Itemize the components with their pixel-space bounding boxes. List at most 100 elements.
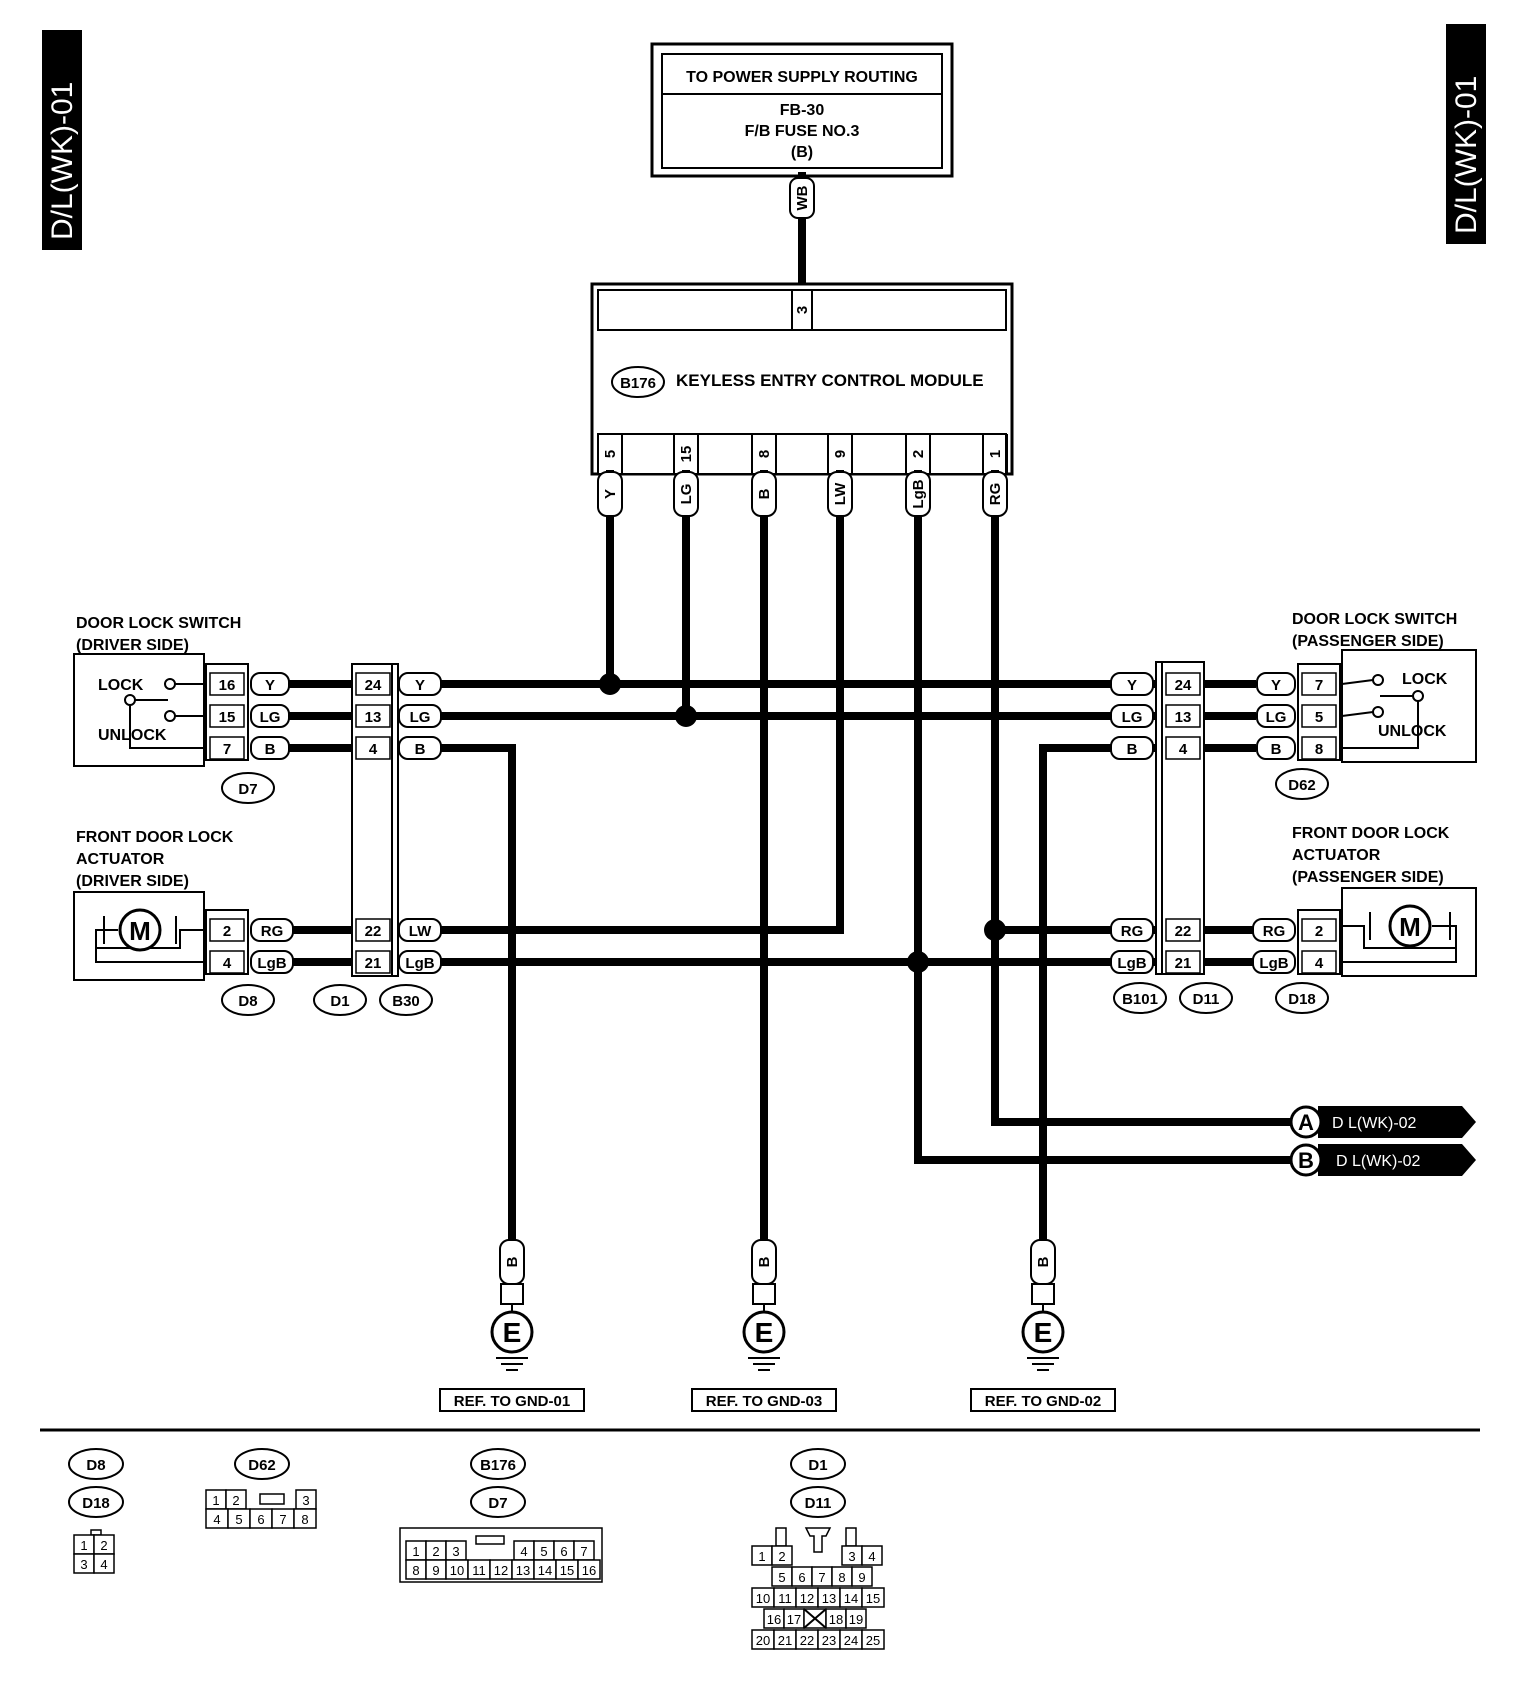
passenger-switch-title2: (PASSENGER SIDE): [1292, 633, 1444, 650]
ground-symbol-1: [490, 1310, 534, 1354]
left-junction-wire-lg-shape: [398, 704, 442, 728]
legend-g4-r4a-cell-16: 16: [767, 1612, 781, 1627]
page-tag-right: D/L(WK)-01: [1446, 24, 1486, 244]
module-top-pin: 3: [794, 306, 811, 314]
driver-switch-wire-lg-shape: [250, 704, 290, 728]
legend-d8-oval: [68, 1448, 124, 1480]
passenger-switch-connector: D62: [1288, 777, 1316, 794]
passenger-actuator-title2: ACTUATOR: [1292, 847, 1381, 864]
module-wire-lgb: LgB: [910, 479, 927, 508]
passenger-switch-pin-7-box: [1301, 672, 1337, 696]
left-junction-pin-4: 4: [369, 741, 378, 758]
left-junction-pin-21-box: [355, 950, 391, 974]
ground-ref-3: REF. TO GND-02: [985, 1393, 1101, 1410]
ground-ref-box-3: [970, 1388, 1116, 1412]
legend-g4-r2-cell-8: 8: [838, 1570, 845, 1585]
driver-switch-title1: DOOR LOCK SWITCH: [76, 615, 241, 632]
legend-g2-r2-cell: [293, 1508, 317, 1529]
module-pin-2: 2: [910, 450, 927, 458]
driver-door-lock-switch: DOOR LOCK SWITCH (DRIVER SIDE) LOCK UNLO…: [73, 615, 275, 804]
legend-g3-r1a-cell-2: 2: [432, 1544, 439, 1559]
driver-actuator-connector: D8: [238, 993, 257, 1010]
power-line2: F/B FUSE NO.3: [745, 123, 860, 140]
legend-g3-r1b-cell-5: 5: [540, 1544, 547, 1559]
left-junction-connector-d1: D1: [330, 993, 349, 1010]
module-wire-rg-shape: [982, 471, 1008, 517]
left-junction-wire-lg: LG: [410, 709, 431, 726]
legend-g2-r2-cell-8: 8: [301, 1512, 308, 1527]
legend-g4-r1b-cell-3: 3: [848, 1549, 855, 1564]
left-junction-wire-lw-shape: [398, 918, 442, 942]
passenger-actuator-title3: (PASSENGER SIDE): [1292, 869, 1444, 886]
legend-g3-r2c-cell-15: 15: [560, 1563, 574, 1578]
right-junction-wire-lgb: LgB: [1117, 955, 1146, 972]
passenger-switch-wire-y: Y: [1271, 677, 1281, 694]
right-junction-wire-lg-shape: [1110, 704, 1154, 728]
legend-g4-r3-cell-12: 12: [800, 1591, 814, 1606]
legend-g3-r1b-cell-4: 4: [520, 1544, 527, 1559]
ground-terminal-3: [1031, 1283, 1055, 1305]
legend-g4-r5-cell: [861, 1629, 885, 1650]
driver-switch-pin-16: 16: [219, 677, 236, 694]
legend-g3-r1b-cell-6: 6: [560, 1544, 567, 1559]
legend-g4-r4b-cell-19: 19: [849, 1612, 863, 1627]
ref-arrow-b: B D L(WK)-02: [1289, 1143, 1476, 1177]
driver-actuator-title3: (DRIVER SIDE): [76, 873, 189, 890]
legend-g3-r1a-cell-3: 3: [452, 1544, 459, 1559]
left-junction-wire-b: B: [415, 741, 426, 758]
passenger-actuator-pin-2: 2: [1315, 923, 1323, 940]
module-wire-y-shape: [597, 471, 623, 517]
right-junction-pin-4-box: [1165, 736, 1201, 760]
legend-key: [804, 1527, 832, 1553]
passenger-door-lock-actuator: FRONT DOOR LOCK ACTUATOR (PASSENGER SIDE…: [1275, 825, 1477, 1014]
right-junction-wire-y: Y: [1127, 677, 1137, 694]
right-junction-wire-b: B: [1127, 741, 1138, 758]
legend-d62: D62: [248, 1457, 276, 1474]
legend-d1: D1: [808, 1457, 827, 1474]
legend-g3-r2a-cell-8: 8: [412, 1563, 419, 1578]
module-connector-label: B176: [620, 375, 656, 392]
legend-g4-r2-cell-7: 7: [818, 1570, 825, 1585]
legend-d1-oval: [790, 1448, 846, 1480]
driver-switch-pin-7: 7: [223, 741, 231, 758]
legend-g1-r1-cell-2: 2: [100, 1538, 107, 1553]
passenger-door-lock-switch: DOOR LOCK SWITCH (PASSENGER SIDE) LOCK U…: [1275, 611, 1477, 800]
left-junction-pin-24-box: [355, 672, 391, 696]
left-junction-pin-22: 22: [365, 923, 382, 940]
legend-g3-r2b-cell-14: 14: [538, 1563, 552, 1578]
power-title: TO POWER SUPPLY ROUTING: [686, 69, 918, 86]
legend-g4-r5-cell-21: 21: [778, 1633, 792, 1648]
legend-d11: D11: [805, 1495, 832, 1512]
driver-actuator-pin-2: 2: [223, 923, 231, 940]
passenger-switch-wire-lg-shape: [1256, 704, 1296, 728]
legend-g1-r2-cell-4: 4: [100, 1557, 107, 1572]
power-supply-box: TO POWER SUPPLY ROUTING FB-30 F/B FUSE N…: [650, 42, 954, 178]
legend-g3-r2b-cell-10: 10: [450, 1563, 464, 1578]
right-junction-pin-22-box: [1165, 918, 1201, 942]
module-wire-lg-shape: [673, 471, 699, 517]
module-name: KEYLESS ENTRY CONTROL MODULE: [676, 371, 984, 390]
legend-g4-r3-cell-11: 11: [778, 1591, 792, 1606]
legend-g2-r2-cell-5: 5: [235, 1512, 242, 1527]
ground-wire-tag-3: B: [1035, 1256, 1052, 1267]
module-pin-8: 8: [756, 450, 773, 458]
driver-actuator-pin-2-box: [209, 918, 245, 942]
power-line1: FB-30: [780, 102, 825, 119]
passenger-actuator-wire-lgb-shape: [1252, 950, 1296, 974]
legend-g4-r2-cell-9: 9: [858, 1570, 865, 1585]
left-junction-wire-b-shape: [398, 736, 442, 760]
module-wire-lw: LW: [832, 482, 849, 505]
legend-g4-r1b-cell-4: 4: [868, 1549, 875, 1564]
legend-key: [475, 1535, 505, 1545]
passenger-actuator-title1: FRONT DOOR LOCK: [1292, 825, 1450, 842]
module-wire-lw-shape: [827, 471, 853, 517]
driver-switch-wire-b-shape: [250, 736, 290, 760]
legend-g4-r1a-cell-2: 2: [778, 1549, 785, 1564]
legend-g4-r5-cell-24: 24: [844, 1633, 858, 1648]
passenger-switch-wire-y-shape: [1256, 672, 1296, 696]
left-junction-pin-13: 13: [365, 709, 382, 726]
left-junction-pin-21: 21: [365, 955, 382, 972]
right-junction-wire-b-shape: [1110, 736, 1154, 760]
